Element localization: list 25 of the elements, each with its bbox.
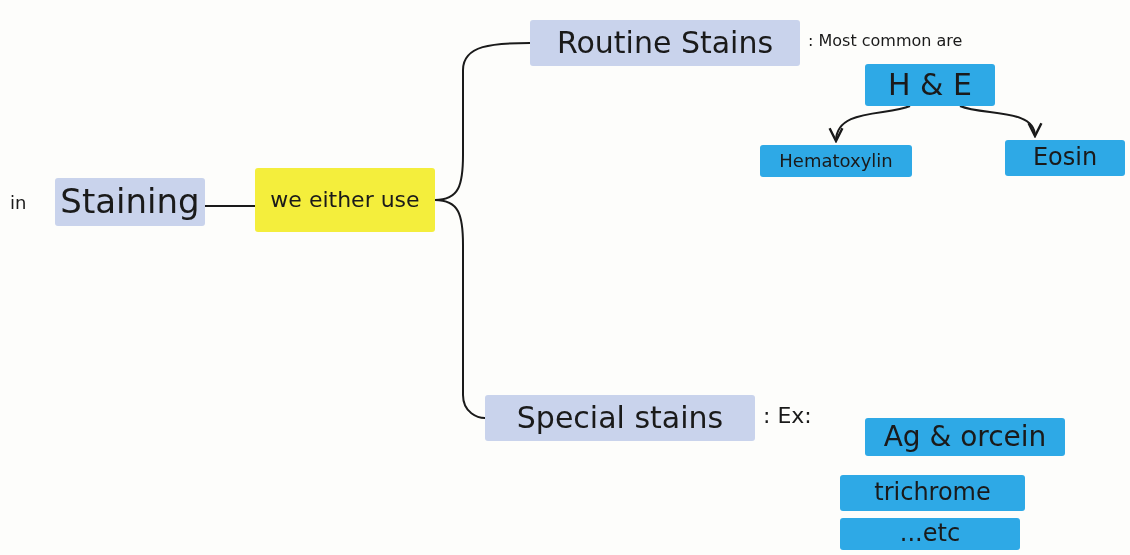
- note-text: : Ex:: [763, 404, 812, 428]
- term-text: trichrome: [874, 480, 991, 506]
- connector-line: [204, 205, 256, 207]
- term-text: H & E: [888, 69, 972, 101]
- arrow: [959, 105, 1041, 138]
- highlighted-term: [840, 475, 1025, 511]
- note-text: : Most common are: [808, 32, 963, 50]
- connector-line: [434, 199, 486, 419]
- highlighted-term: [760, 145, 912, 177]
- term-text: ...etc: [899, 521, 961, 547]
- highlighted-term: [865, 418, 1065, 456]
- term-text: Ag & orcein: [883, 422, 1047, 452]
- term-text: Staining: [60, 184, 200, 220]
- highlighted-term: [1005, 140, 1125, 176]
- term-text: we either use: [270, 188, 420, 212]
- highlighted-term: [55, 178, 205, 226]
- text-label: in: [10, 192, 27, 213]
- highlighted-term: [255, 168, 435, 232]
- term-text: Special stains: [516, 402, 724, 434]
- highlighted-term: [865, 64, 995, 106]
- term-text: Eosin: [1032, 145, 1098, 171]
- arrow: [830, 105, 911, 143]
- term-text: Routine Stains: [556, 27, 774, 59]
- highlighted-term: [840, 518, 1020, 550]
- term-text: Hematoxylin: [779, 151, 893, 171]
